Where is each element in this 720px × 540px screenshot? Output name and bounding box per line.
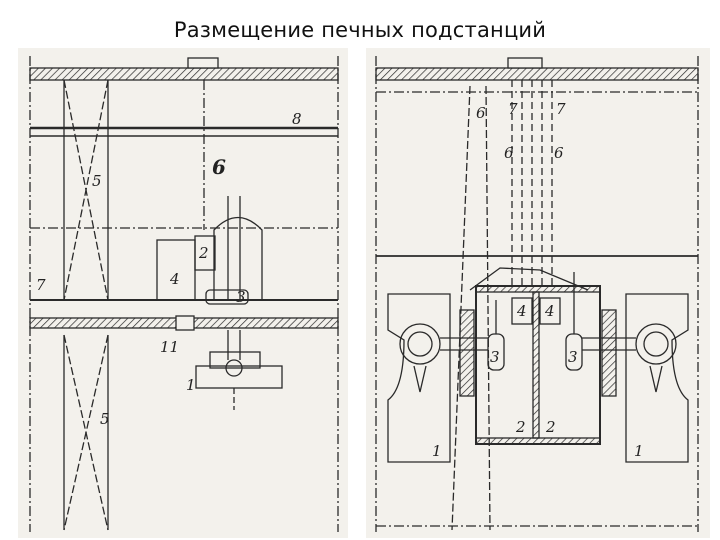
label-passage: 11 xyxy=(160,338,179,356)
label-line-6a: 6 xyxy=(504,144,514,162)
label-line-7b: 7 xyxy=(556,100,566,118)
label-reactor-a: 4 xyxy=(516,302,527,320)
right-furnace-right xyxy=(625,293,689,463)
label-furnace: 1 xyxy=(186,376,196,394)
right-reactor-a xyxy=(511,297,533,325)
label-furnace-left: 1 xyxy=(432,442,442,460)
label-column-lower: 5 xyxy=(100,410,110,428)
label-switch-b: 3 xyxy=(568,348,578,366)
label-switch: 3 xyxy=(236,288,246,306)
label-transformer: 2 xyxy=(198,244,209,262)
label-transformer-b: 2 xyxy=(545,418,556,436)
label-crane-rail: 8 xyxy=(292,110,302,128)
left-transformer-box xyxy=(194,235,216,271)
left-furnace xyxy=(195,365,283,389)
label-line-7a: 7 xyxy=(508,100,518,118)
right-roof xyxy=(375,67,699,81)
slide-title: Размещение печных подстанций xyxy=(173,18,547,42)
label-column-upper: 5 xyxy=(92,172,102,190)
label-bus-level: 7 xyxy=(36,276,46,294)
left-roof xyxy=(29,67,339,81)
label-reactor: 4 xyxy=(169,270,180,288)
right-reactor-b xyxy=(539,297,561,325)
right-furnace-left xyxy=(387,293,451,463)
label-wall-area: 6 xyxy=(212,155,226,179)
label-reactor-b: 4 xyxy=(544,302,555,320)
left-view xyxy=(18,48,348,538)
right-view xyxy=(366,48,710,538)
label-furnace-right: 1 xyxy=(634,442,644,460)
label-switch-a: 3 xyxy=(490,348,500,366)
label-area-6-left: 6 xyxy=(476,104,486,122)
left-switch xyxy=(205,289,249,305)
label-transformer-a: 2 xyxy=(515,418,526,436)
label-line-6b: 6 xyxy=(554,144,564,162)
